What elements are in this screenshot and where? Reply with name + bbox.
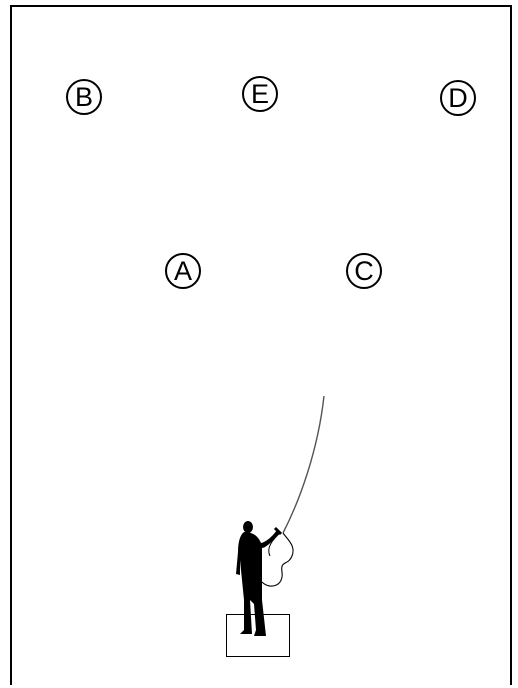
casting-position-box: [226, 614, 290, 657]
fishing-rod-icon: [283, 396, 324, 533]
